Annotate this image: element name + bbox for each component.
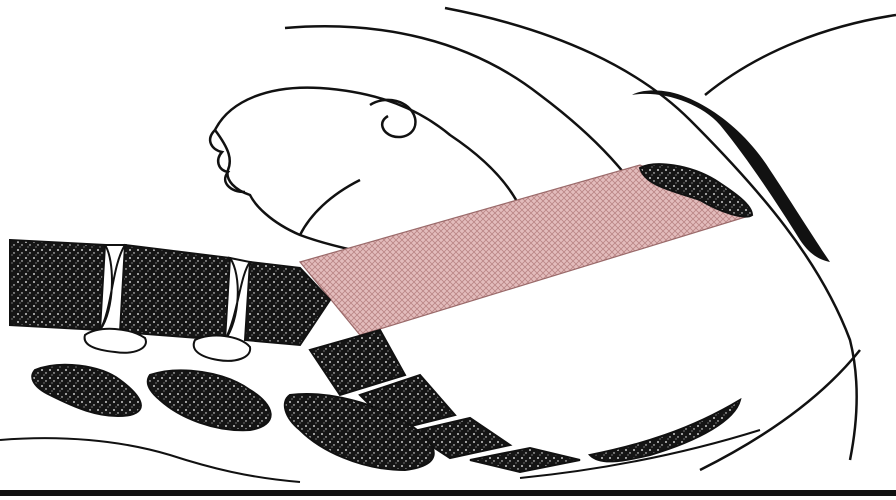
vertebra-7 <box>470 448 580 472</box>
vertebra-2 <box>120 245 230 340</box>
pelvic-bone-middle <box>148 370 271 430</box>
soft-tissue-blob-2 <box>194 336 250 361</box>
pelvic-bone-left <box>32 365 141 416</box>
bottom-border <box>0 490 896 496</box>
coccyx <box>590 400 740 461</box>
vertebra-1 <box>10 240 105 330</box>
outer-contour-right <box>705 15 896 95</box>
